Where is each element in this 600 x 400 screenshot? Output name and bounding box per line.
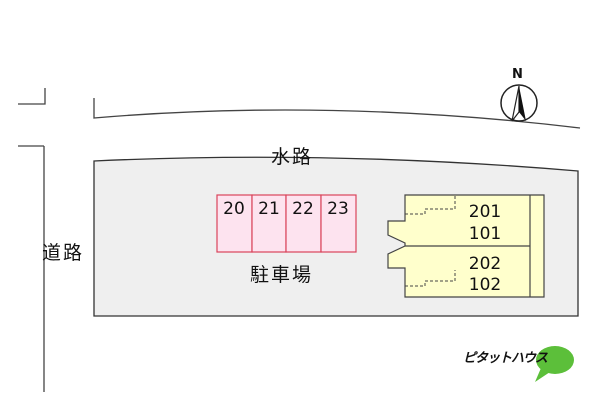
parking-space-number: 21 [258,199,280,219]
parking-space-22 [285,194,322,253]
brand-name: ピタットハウス [463,351,548,366]
waterway-label: 水路 [271,146,314,168]
unit-number: 102 [468,275,502,295]
waterway-line [93,98,581,129]
unit-upper-dashed-line [405,195,456,215]
unit-number: 201 [468,202,502,222]
parking-space-number: 23 [327,199,349,219]
road-label: 道路 [42,242,85,264]
road-edge-upper [18,88,46,105]
unit-number: 202 [468,254,502,274]
unit-lower-dashed-line [405,270,456,287]
parking-space-number: 22 [292,199,314,219]
north-label: N [512,67,523,82]
north-compass-icon [500,84,538,122]
parking-block [216,194,357,253]
parking-label: 駐車場 [250,264,314,286]
building [387,194,545,298]
parking-space-21 [251,194,287,253]
unit-number: 101 [468,224,502,244]
brand-leaf-icon [535,346,574,382]
parking-space-23 [320,194,357,253]
parking-space-number: 20 [223,199,245,219]
